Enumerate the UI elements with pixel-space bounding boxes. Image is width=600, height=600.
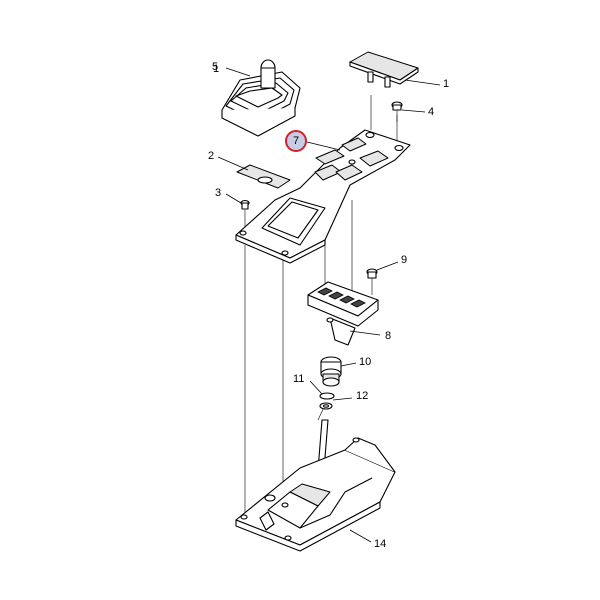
callout-8[interactable]: 8 — [385, 330, 392, 342]
screw-part-3 — [240, 199, 250, 210]
callout-1[interactable]: 1 — [443, 78, 450, 90]
callout-5[interactable]: 5 — [212, 61, 219, 73]
callout-3[interactable]: 3 — [215, 187, 222, 199]
washer-part-12 — [319, 402, 333, 410]
callout-14[interactable]: 14 — [374, 538, 387, 550]
cover-panel-part-1 — [349, 51, 419, 88]
callout-9[interactable]: 9 — [401, 254, 408, 266]
screw-part-4 — [391, 101, 403, 122]
callout-7: 7 — [292, 135, 300, 147]
callout-labels: 1 1 — [213, 63, 219, 75]
knob-part-10 — [320, 356, 342, 387]
leader-lines — [217, 67, 441, 543]
callout-10[interactable]: 10 — [359, 356, 372, 368]
switch-bracket-part-8 — [307, 281, 379, 346]
callout-7-highlight[interactable]: 7 — [285, 130, 307, 152]
callout-4[interactable]: 4 — [428, 106, 435, 118]
callout-2[interactable]: 2 — [208, 150, 215, 162]
callout-5[interactable]: 1 — [213, 63, 219, 75]
washer-part-11 — [319, 392, 335, 400]
callout-11[interactable]: 11 — [293, 373, 305, 385]
base-housing-part-14 — [235, 437, 396, 552]
insert-part-2 — [236, 164, 291, 189]
console-panel-part-7 — [235, 129, 411, 264]
callout-12[interactable]: 12 — [356, 390, 369, 402]
shift-boot-part-5 — [221, 59, 301, 137]
screw-part-9 — [366, 268, 378, 295]
